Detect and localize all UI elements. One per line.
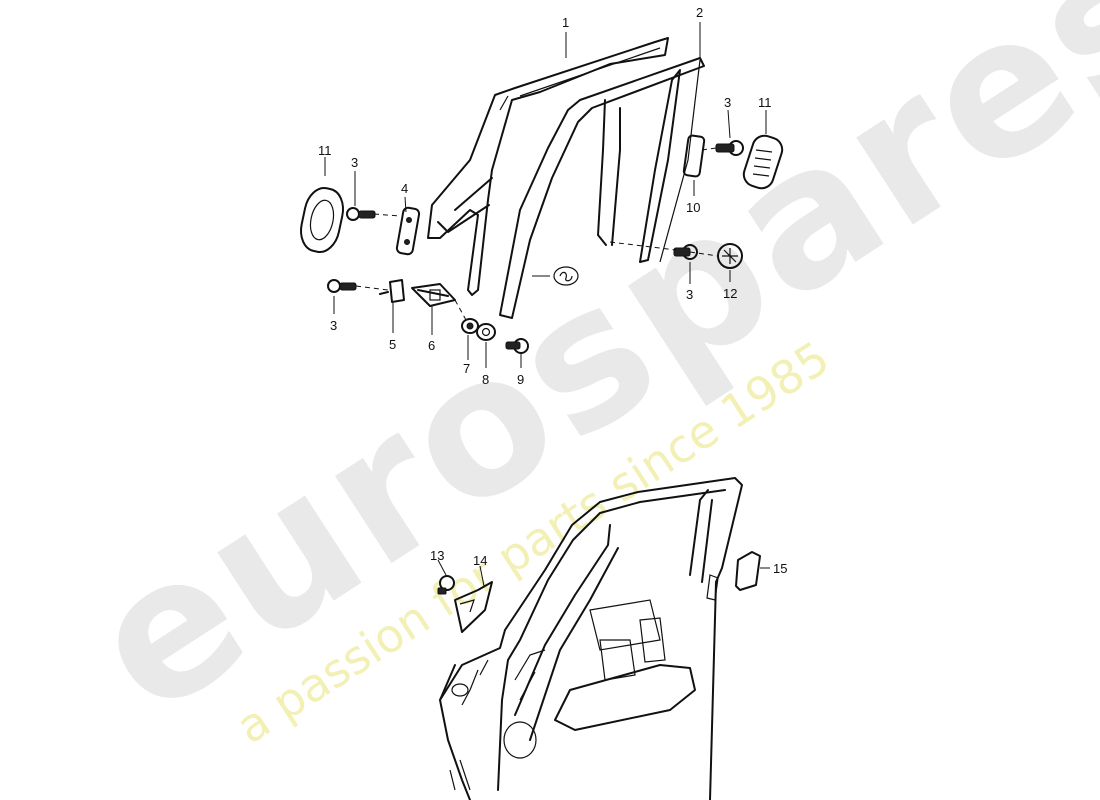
leader-lines bbox=[324, 22, 770, 587]
callout-11-right: 11 bbox=[758, 95, 772, 110]
callout-3-upper-right: 3 bbox=[724, 95, 731, 110]
callout-labels: 1 2 3 3 3 3 4 5 6 7 8 9 10 11 11 12 13 1… bbox=[318, 5, 787, 576]
bolt-9 bbox=[505, 338, 529, 354]
callout-3-lower-right: 3 bbox=[686, 287, 693, 302]
watermark: eurospares a passion for parts since 198… bbox=[54, 0, 1100, 758]
callout-2: 2 bbox=[696, 5, 703, 20]
callout-9: 9 bbox=[517, 372, 524, 387]
hinge-bracket bbox=[411, 283, 456, 307]
small-bracket bbox=[379, 279, 405, 303]
triangle-bracket-14 bbox=[454, 581, 493, 633]
grommet-12 bbox=[717, 243, 743, 269]
callout-6: 6 bbox=[428, 338, 435, 353]
window-channel-inner bbox=[499, 57, 705, 319]
screw-left-upper bbox=[346, 207, 376, 221]
callout-14: 14 bbox=[473, 553, 487, 568]
screw-left-lower bbox=[327, 279, 357, 293]
callout-11-left: 11 bbox=[318, 143, 332, 158]
washer-8 bbox=[476, 323, 496, 341]
washer-7 bbox=[461, 318, 479, 334]
door-shell bbox=[439, 477, 743, 800]
mounting-plate bbox=[395, 206, 421, 256]
callout-4: 4 bbox=[401, 181, 408, 196]
plug-13 bbox=[437, 575, 455, 595]
callout-7: 7 bbox=[463, 361, 470, 376]
callout-3-lower-left: 3 bbox=[330, 318, 337, 333]
callout-3-upper-left: 3 bbox=[351, 155, 358, 170]
clip-icon bbox=[553, 266, 579, 286]
window-frame-outer bbox=[427, 37, 669, 296]
screw-right-lower bbox=[673, 244, 698, 260]
oval-cap-right bbox=[742, 134, 784, 190]
bracket-10 bbox=[682, 134, 706, 178]
callout-8: 8 bbox=[482, 372, 489, 387]
oval-cap-left bbox=[300, 187, 344, 253]
cover-15 bbox=[735, 551, 761, 591]
watermark-brand: eurospares bbox=[54, 0, 1100, 758]
callout-15: 15 bbox=[773, 561, 787, 576]
callout-12: 12 bbox=[723, 286, 737, 301]
callout-5: 5 bbox=[389, 337, 396, 352]
callout-1: 1 bbox=[562, 15, 569, 30]
callout-10: 10 bbox=[686, 200, 700, 215]
callout-13: 13 bbox=[430, 548, 444, 563]
screw-right-upper bbox=[715, 140, 744, 156]
alignment-lines bbox=[355, 147, 719, 321]
